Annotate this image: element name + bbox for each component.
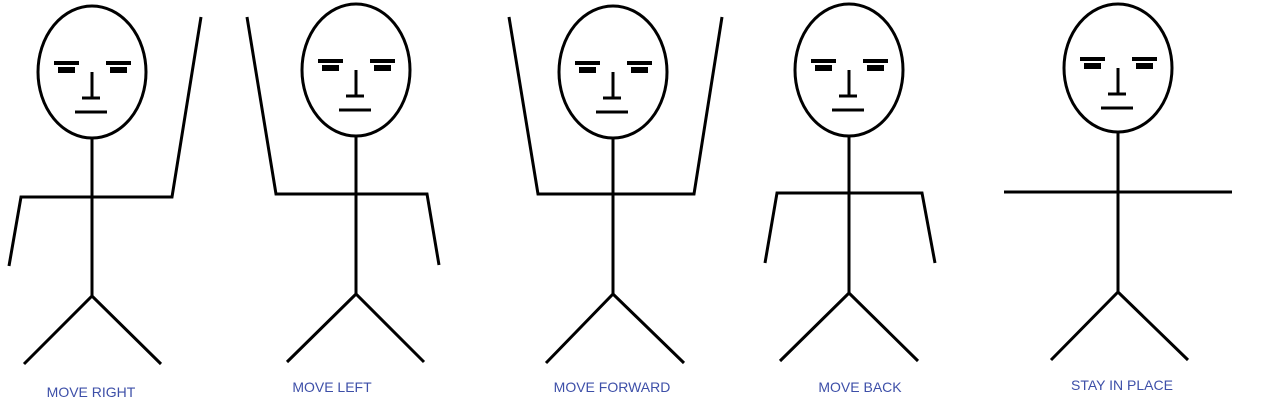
face [318,59,395,112]
caption-move-right: MOVE RIGHT [47,384,136,400]
face [1080,57,1157,110]
face [575,61,652,114]
caption-move-left: MOVE LEFT [292,379,372,395]
figure-move-back: MOVE BACK [763,2,937,395]
face [54,61,131,114]
face [811,59,888,112]
figure-move-left: MOVE LEFT [245,2,441,395]
legs [1049,289,1190,362]
caption-move-forward: MOVE FORWARD [554,379,671,395]
legs [22,293,163,366]
legs [285,291,426,364]
legs [544,291,686,365]
figure-move-right: MOVE RIGHT [7,4,203,400]
arms [7,16,203,267]
figure-move-forward: MOVE FORWARD [507,4,724,395]
caption-move-back: MOVE BACK [818,379,902,395]
caption-stay-in-place: STAY IN PLACE [1071,377,1173,393]
arms [507,16,724,196]
arms [763,191,937,264]
arms [245,16,441,266]
figure-stay-in-place: STAY IN PLACE [1004,2,1232,393]
legs [778,290,920,363]
